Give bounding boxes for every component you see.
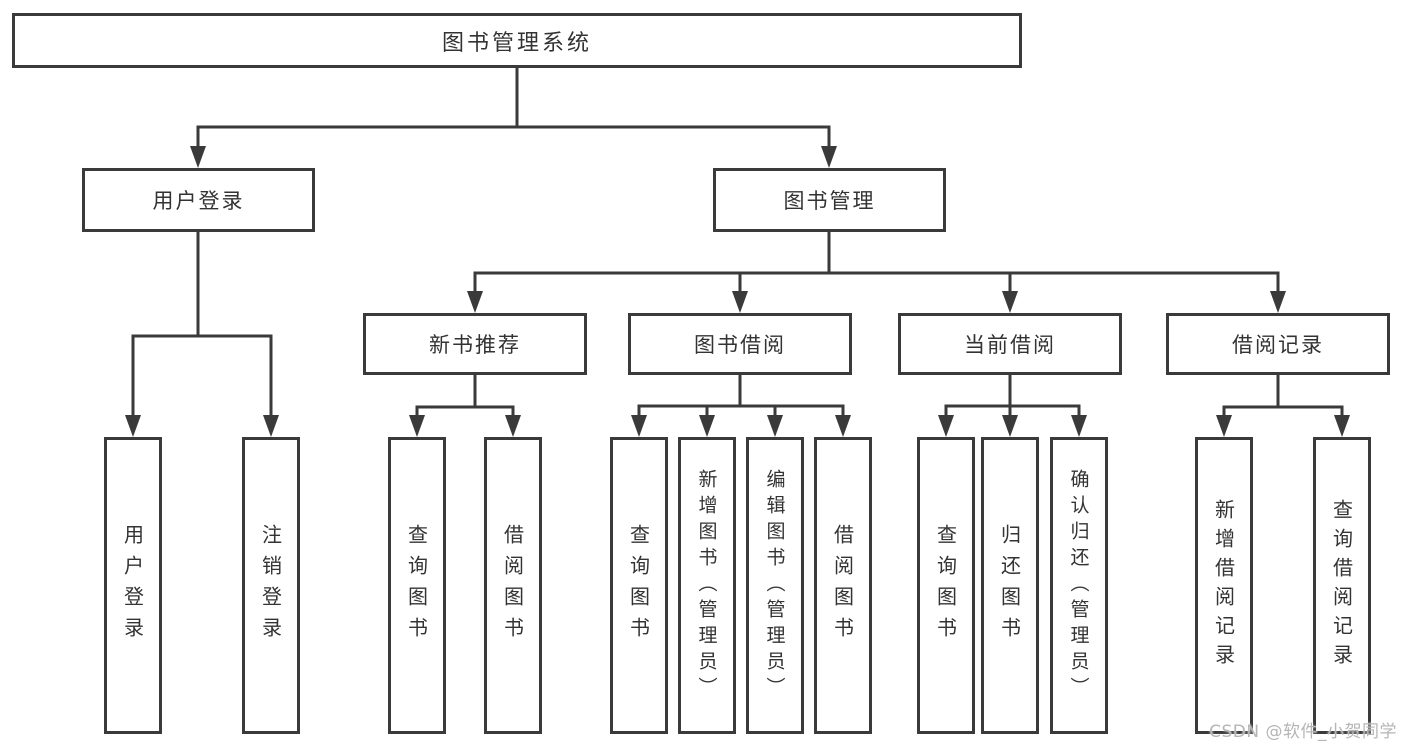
- node-user-login-leaf: 用户登录: [104, 437, 162, 734]
- node-user-login: 用户登录: [82, 168, 315, 232]
- node-query-books-under-recommend: 查询图书: [388, 437, 446, 734]
- node-book-management: 图书管理: [713, 168, 946, 232]
- node-add-borrow-record: 新增借阅记录: [1195, 437, 1253, 734]
- node-query-books-under-current: 查询图书: [917, 437, 975, 734]
- node-logout: 注销登录: [242, 437, 300, 734]
- node-borrow-books-under-recommend: 借阅图书: [484, 437, 542, 734]
- node-borrow-books-under-borrowing: 借阅图书: [814, 437, 872, 734]
- node-query-books-under-borrowing: 查询图书: [610, 437, 668, 734]
- node-current-borrowing: 当前借阅: [898, 313, 1122, 375]
- node-return-books: 归还图书: [981, 437, 1039, 734]
- node-edit-books-admin: 编辑图书（管理员）: [746, 437, 804, 734]
- node-book-borrowing: 图书借阅: [628, 313, 852, 375]
- node-new-book-recommend: 新书推荐: [363, 313, 587, 375]
- node-borrow-records: 借阅记录: [1166, 313, 1390, 375]
- node-library-system: 图书管理系统: [12, 13, 1022, 68]
- node-confirm-return-admin: 确认归还（管理员）: [1050, 437, 1108, 734]
- node-add-books-admin: 新增图书（管理员）: [678, 437, 736, 734]
- node-query-borrow-record: 查询借阅记录: [1313, 437, 1371, 734]
- csdn-watermark: CSDN @软件_小贺同学: [1209, 722, 1397, 742]
